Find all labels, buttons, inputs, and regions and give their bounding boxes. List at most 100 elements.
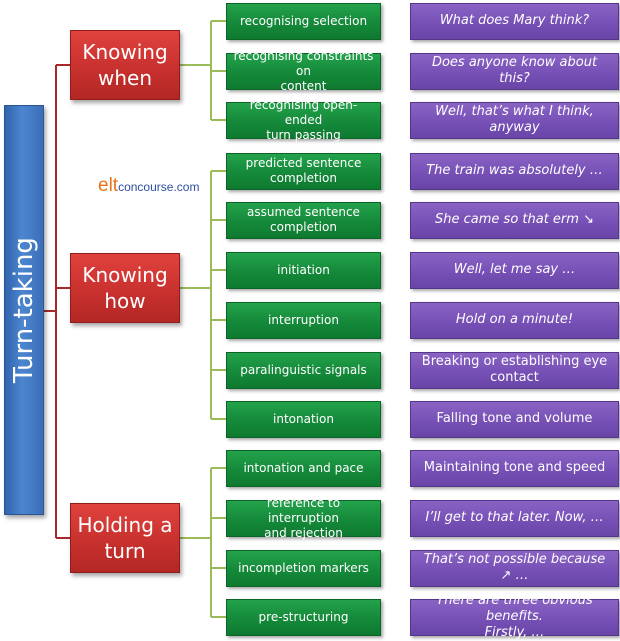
example-text: What does Mary think? <box>440 13 589 29</box>
example-text-line: Maintaining tone and speed <box>423 460 606 475</box>
example-text: I’ll get to that later. Now, … <box>425 510 603 526</box>
strategy-node: recognising selection <box>226 2 381 40</box>
example-node: She came so that erm ↘ <box>410 201 619 239</box>
example-text-line: Falling tone and volume <box>436 411 593 426</box>
strategy-label-line: turn passing <box>266 127 341 142</box>
example-text: Falling tone and volume <box>437 411 593 427</box>
example-text-line: Hold on a minute! <box>455 312 574 327</box>
strategy-label: pre-structuring <box>259 610 349 625</box>
strategy-label-line: intonation and pace <box>243 460 364 475</box>
brand-domain-text: concourse.com <box>118 180 200 194</box>
category-label-line: how <box>104 289 146 313</box>
strategy-label-line: interruption <box>268 312 339 327</box>
strategy-label-line: recognising selection <box>239 13 368 28</box>
category-label-line: Knowing <box>82 40 168 64</box>
strategy-label: initiation <box>277 263 330 278</box>
example-node: Does anyone know about this? <box>410 52 619 90</box>
example-text-line: I’ll get to that later. Now, … <box>425 510 604 525</box>
strategy-label-line: completion <box>270 171 337 185</box>
category-label-line: Holding a <box>77 513 173 537</box>
example-node: Falling tone and volume <box>410 400 619 438</box>
root-label: Turn-taking <box>9 237 39 383</box>
strategy-label-line: assumed sentence <box>247 205 360 219</box>
example-text-line: The train was absolutely … <box>426 163 603 178</box>
strategy-label-line: initiation <box>277 262 330 277</box>
example-text: Well, that’s what I think, anyway <box>417 104 612 136</box>
example-node: The train was absolutely … <box>410 152 619 190</box>
strategy-label: recognising selection <box>240 14 367 29</box>
example-text: That’s not possible because ↗ … <box>417 552 612 584</box>
example-text-line: What does Mary think? <box>439 13 590 28</box>
example-text: There are three obvious benefits.Firstly… <box>417 593 612 641</box>
strategy-label-line: pre-structuring <box>258 609 349 624</box>
example-node: Well, let me say … <box>410 251 619 289</box>
strategy-node: paralinguistic signals <box>226 351 381 389</box>
strategy-node: interruption <box>226 301 381 339</box>
strategy-label: intonation <box>273 412 334 427</box>
strategy-label-line: incompletion markers <box>238 560 369 575</box>
strategy-label-line: reference to interruption <box>266 495 341 525</box>
strategy-label-line: recognising constraints on <box>233 48 374 78</box>
example-text-line: She came so that erm ↘ <box>435 212 594 227</box>
example-text: The train was absolutely … <box>426 163 603 179</box>
strategy-node: pre-structuring <box>226 598 381 636</box>
category-label-line: turn <box>104 539 146 563</box>
brand-elt-text: elt <box>98 175 119 196</box>
strategy-label-line: content <box>280 78 327 93</box>
example-text-line: Breaking or establishing eye <box>421 354 608 369</box>
strategy-label: interruption <box>268 313 339 328</box>
example-text: Does anyone know about this? <box>417 55 612 87</box>
example-node: That’s not possible because ↗ … <box>410 549 619 587</box>
example-node: Well, that’s what I think, anyway <box>410 101 619 139</box>
example-node: There are three obvious benefits.Firstly… <box>410 593 619 640</box>
example-node: Maintaining tone and speed <box>410 449 619 487</box>
example-text: She came so that erm ↘ <box>435 212 594 228</box>
example-text-line: That’s not possible because ↗ … <box>423 552 606 583</box>
example-text-line: contact <box>490 370 539 385</box>
strategy-label-line: predicted sentence <box>245 156 362 170</box>
example-node: What does Mary think? <box>410 2 619 40</box>
category-label-line: when <box>97 66 152 90</box>
example-text-line: There are three obvious benefits. <box>436 593 593 624</box>
example-node: Hold on a minute! <box>410 301 619 339</box>
brand-logo: eltconcourse.com <box>98 175 199 197</box>
example-text-line: Well, that’s what I think, anyway <box>435 104 594 135</box>
strategy-label-line: completion <box>270 220 337 234</box>
example-text-line: Does anyone know about this? <box>431 55 598 86</box>
example-text-line: Well, let me say … <box>453 262 576 277</box>
strategy-node: intonation <box>226 400 381 438</box>
category-label-line: Knowing <box>82 263 168 287</box>
root-node-turn-taking: Turn-taking <box>4 105 44 515</box>
strategy-node: intonation and pace <box>226 449 381 487</box>
example-text: Well, let me say … <box>454 262 576 278</box>
strategy-label: incompletion markers <box>238 561 369 576</box>
strategy-label-line: recognising open-ended <box>249 97 358 127</box>
example-node: I’ll get to that later. Now, … <box>410 499 619 537</box>
strategy-node: incompletion markers <box>226 549 381 587</box>
strategy-label-line: paralinguistic signals <box>240 362 367 377</box>
strategy-label: paralinguistic signals <box>240 363 367 378</box>
strategy-node: initiation <box>226 251 381 289</box>
example-text: Maintaining tone and speed <box>424 460 605 476</box>
strategy-label: intonation and pace <box>243 461 363 476</box>
strategy-label-line: intonation <box>273 411 334 426</box>
